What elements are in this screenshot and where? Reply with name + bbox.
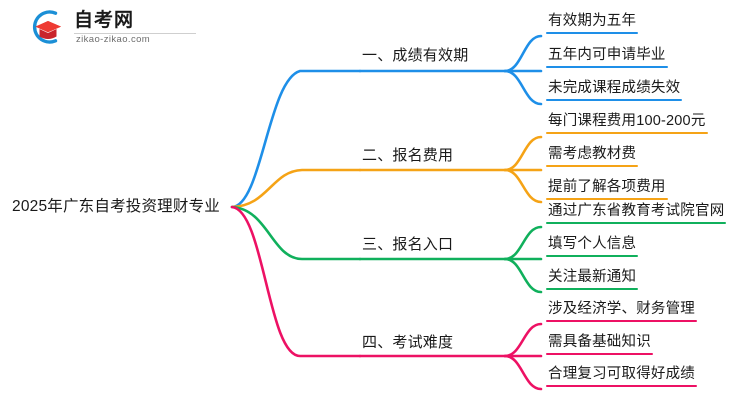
leaf-node[interactable]: 提前了解各项费用 <box>546 177 668 200</box>
branch-1-leaf-wire-3 <box>503 69 543 106</box>
leaf-node[interactable]: 填写个人信息 <box>546 234 639 257</box>
branch-2-leaf-wire-1 <box>503 135 543 172</box>
branch-3-trunk <box>230 205 362 261</box>
logo-wordmark: 自考网 <box>74 10 135 31</box>
leaf-underline <box>546 353 653 355</box>
leaf-label: 需具备基础知识 <box>548 334 651 350</box>
branch-4-leaf-wire-1 <box>503 322 543 358</box>
branch-3-leaf-wire-1 <box>503 225 543 261</box>
leaf-node[interactable]: 每门课程费用100-200元 <box>546 111 708 134</box>
leaf-underline <box>546 385 697 387</box>
leaf-underline <box>546 32 639 34</box>
leaf-underline <box>546 222 727 224</box>
branch-2-trunk <box>230 168 362 209</box>
leaf-label: 涉及经济学、财务管理 <box>548 301 695 317</box>
leaf-label: 提前了解各项费用 <box>548 179 666 195</box>
leaf-underline <box>546 66 668 68</box>
leaf-label: 关注最新通知 <box>548 269 637 285</box>
branch-1-leaf-wire-1 <box>503 34 543 73</box>
leaf-label: 通过广东省教育考试院官网 <box>548 203 725 219</box>
leaf-node[interactable]: 通过广东省教育考试院官网 <box>546 201 727 224</box>
site-logo: 自考网 zikao-zikao.com <box>28 8 208 48</box>
leaf-node[interactable]: 五年内可申请毕业 <box>546 45 668 68</box>
leaf-label: 五年内可申请毕业 <box>548 47 666 63</box>
leaf-underline <box>546 320 697 322</box>
leaf-node[interactable]: 涉及经济学、财务管理 <box>546 299 697 322</box>
leaf-underline <box>546 132 708 134</box>
leaf-label: 未完成课程成绩失效 <box>548 80 681 96</box>
leaf-label: 每门课程费用100-200元 <box>548 113 706 129</box>
branch-2-leaf-wire-3 <box>503 168 543 204</box>
leaf-label: 需考虑教材费 <box>548 146 637 162</box>
logo-domain: zikao-zikao.com <box>76 34 151 45</box>
logo-divider <box>74 33 196 34</box>
branch-4-leaf-wire-3 <box>503 354 543 391</box>
branch-label-1[interactable]: 一、成绩有效期 <box>362 47 469 64</box>
leaf-label: 有效期为五年 <box>548 13 637 29</box>
leaf-underline <box>546 165 639 167</box>
branch-3-leaf-wire-3 <box>503 257 543 294</box>
branch-1-trunk <box>230 69 362 209</box>
leaf-underline <box>546 198 668 200</box>
leaf-node[interactable]: 需考虑教材费 <box>546 144 639 167</box>
graduation-cap-icon <box>33 10 61 44</box>
leaf-node[interactable]: 有效期为五年 <box>546 11 639 34</box>
leaf-label: 合理复习可取得好成绩 <box>548 366 695 382</box>
leaf-node[interactable]: 关注最新通知 <box>546 267 639 290</box>
leaf-underline <box>546 99 683 101</box>
leaf-node[interactable]: 需具备基础知识 <box>546 332 653 355</box>
branch-4-trunk <box>230 205 362 358</box>
leaf-label: 填写个人信息 <box>548 236 637 252</box>
leaf-node[interactable]: 未完成课程成绩失效 <box>546 78 683 101</box>
branch-label-3[interactable]: 三、报名入口 <box>362 236 454 253</box>
leaf-underline <box>546 255 639 257</box>
branch-label-4[interactable]: 四、考试难度 <box>362 334 454 351</box>
root-node[interactable]: 2025年广东自考投资理财专业 <box>12 198 220 215</box>
leaf-node[interactable]: 合理复习可取得好成绩 <box>546 364 697 387</box>
branch-label-2[interactable]: 二、报名费用 <box>362 147 454 164</box>
leaf-underline <box>546 288 639 290</box>
